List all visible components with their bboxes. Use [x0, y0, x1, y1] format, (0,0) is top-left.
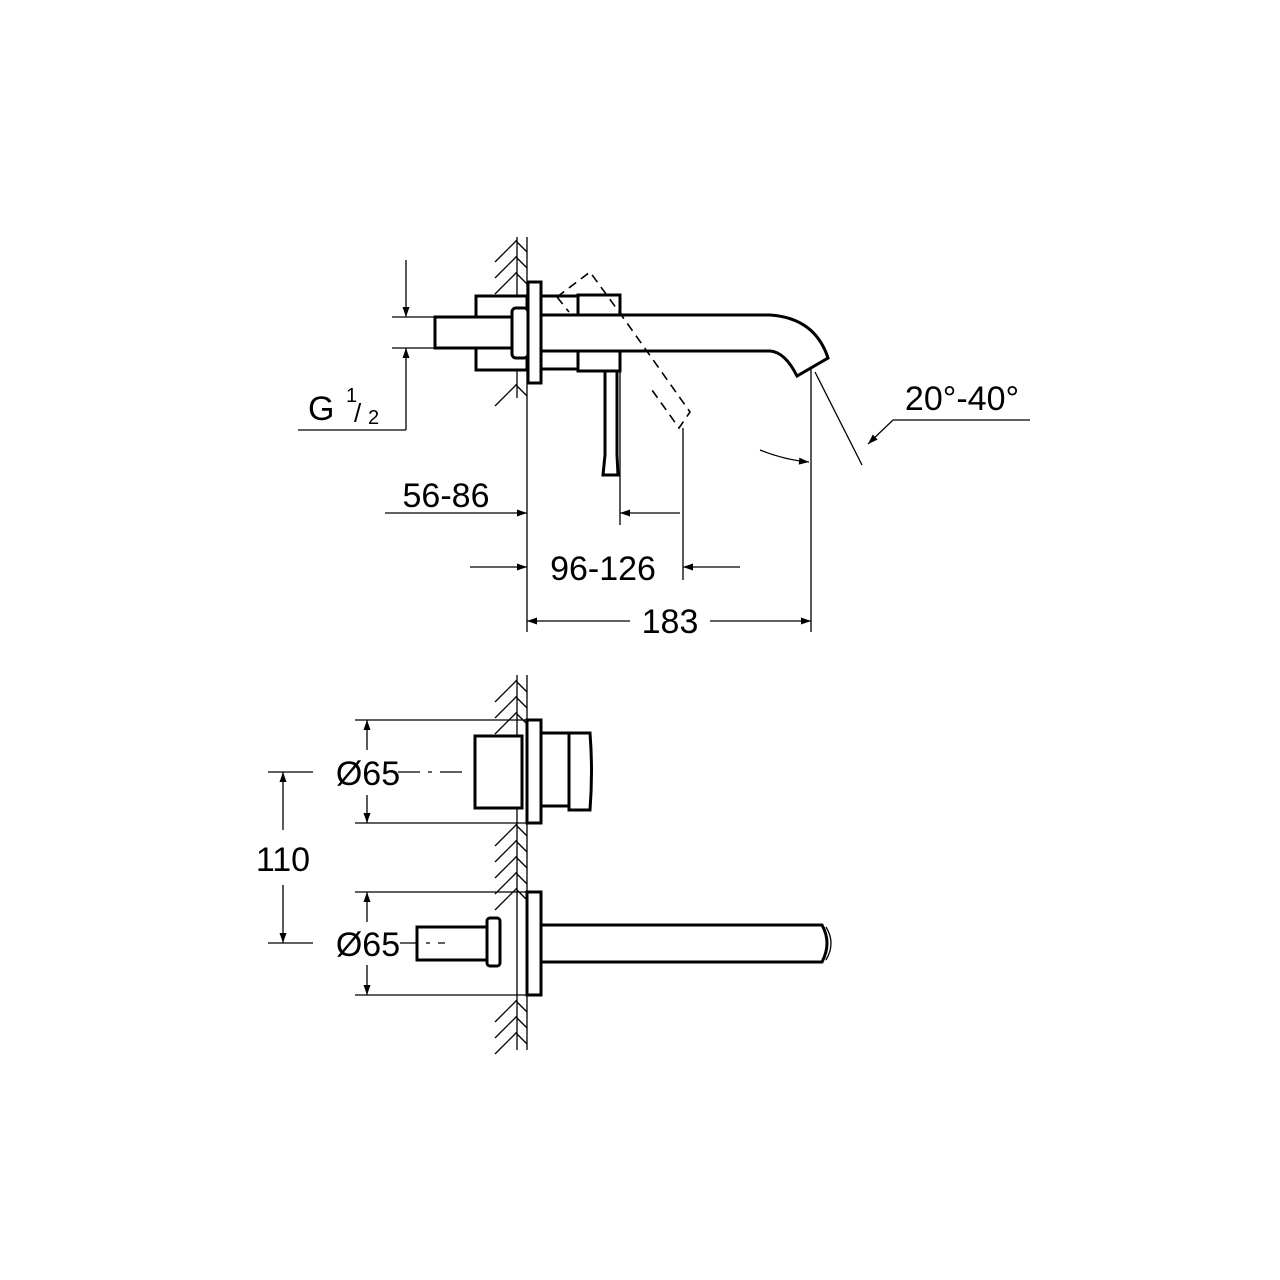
dimension-lever-reach: 96-126: [470, 428, 740, 588]
spout-plate-diameter-label: Ø65: [336, 926, 400, 964]
hatch-line: [494, 711, 518, 735]
hatch-line: [494, 1031, 518, 1055]
hatch-line: [516, 681, 528, 693]
lever-handle: [601, 369, 620, 477]
hatch-line: [516, 385, 528, 397]
inlet-pipe: [433, 315, 515, 350]
spout-angle-label: 20°-40°: [905, 380, 1019, 418]
hatch-line: [494, 239, 518, 263]
lever-knob: [567, 731, 593, 812]
spout: [539, 313, 830, 379]
spout-projection-label: 183: [642, 603, 699, 641]
lever-rotated-outline: [556, 270, 691, 430]
hatch-line: [516, 241, 528, 253]
hatch-line: [494, 383, 518, 407]
hatch-line: [494, 871, 518, 895]
thread-label: G: [308, 390, 334, 428]
side-view: G 1 / 2 56-86 96-126 183: [298, 237, 1030, 641]
hatch-line: [516, 1017, 528, 1029]
spout-arm: [539, 923, 829, 964]
wall-section: [494, 675, 528, 1055]
lever-plate-diameter-label: Ø65: [336, 755, 400, 793]
hatch-line: [494, 695, 518, 719]
hatch-line: [494, 1015, 518, 1039]
thread-fraction-slash: /: [354, 398, 362, 428]
hatch-line: [494, 255, 518, 279]
hatch-line: [516, 713, 528, 725]
thread-denominator: 2: [368, 407, 379, 429]
escutcheon-plate: [526, 280, 543, 385]
dimension-thread: G 1 / 2: [298, 260, 435, 431]
spout-plate: [525, 890, 543, 997]
hatch-line: [516, 825, 528, 837]
lever-reach-label: 96-126: [550, 550, 656, 588]
lever-body: [539, 731, 571, 808]
dimension-spout-projection: 183: [527, 368, 812, 641]
dimension-lever-plate-diameter: Ø65: [336, 719, 527, 824]
lever-plate: [525, 718, 543, 825]
dimension-wall-depth: 56-86: [385, 371, 680, 525]
hatch-line: [516, 273, 528, 285]
hatch-line: [516, 697, 528, 709]
hatch-line: [494, 999, 518, 1023]
dimension-spout-plate-diameter: Ø65: [336, 891, 527, 996]
hatch-line: [516, 857, 528, 869]
center-distance-label: 110: [256, 841, 310, 879]
dimension-spout-angle: 20°-40°: [759, 371, 1030, 466]
hatch-line: [516, 841, 528, 853]
front-view: Ø65 Ø65 110: [256, 675, 832, 1055]
hatch-line: [516, 1033, 528, 1045]
hatch-line: [494, 679, 518, 703]
hatch-line: [494, 823, 518, 847]
hatch-line: [516, 873, 528, 885]
lever-back-housing: [473, 734, 524, 810]
wall-depth-label: 56-86: [403, 477, 490, 515]
hatch-line: [494, 839, 518, 863]
hatch-line: [516, 257, 528, 269]
hatch-line: [494, 271, 518, 295]
thread-numerator: 1: [346, 385, 357, 407]
pipe-nut: [510, 306, 530, 360]
spout-nut: [485, 916, 502, 968]
dimension-center-distance: 110: [256, 771, 313, 944]
hatch-line: [494, 855, 518, 879]
hatch-line: [516, 1001, 528, 1013]
